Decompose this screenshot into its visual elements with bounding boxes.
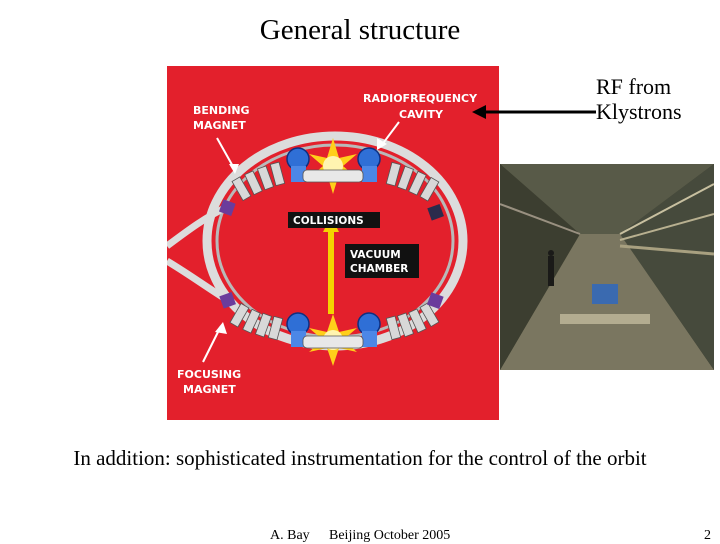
magnet-segment-lower-right (385, 302, 440, 341)
focusing-block-left-lower (219, 291, 236, 309)
slide-title: General structure (259, 14, 461, 46)
cavity-pointer (380, 121, 400, 147)
focusing-block-right-upper (427, 203, 444, 221)
magnet-segment-upper-left (231, 161, 286, 202)
bending-magnet-label-1: BENDING (193, 104, 250, 117)
rf-arrow (472, 105, 596, 119)
focusing-block-left-upper (218, 199, 236, 216)
collisions-label: COLLISIONS (293, 215, 364, 227)
rf-label-line-2: Klystrons (596, 99, 682, 124)
focusing-magnet-label-2: MAGNET (183, 383, 236, 396)
magnet-segment-upper-right (385, 161, 440, 202)
page-number: 2 (704, 528, 711, 543)
rf-label-line-1: RF from (596, 74, 672, 99)
vacuum-chamber-label-2: CHAMBER (350, 263, 408, 275)
bending-magnet-label-2: MAGNET (193, 119, 246, 132)
vacuum-chamber-label-1: VACUUM (350, 249, 401, 261)
accelerator-tunnel-photo (500, 164, 714, 370)
rf-cavity-label-1: RADIOFREQUENCY (363, 92, 478, 105)
rf-cavity-label-2: CAVITY (399, 108, 444, 121)
slide-caption: In addition: sophisticated instrumentati… (73, 446, 647, 470)
footer-author: A. Bay (270, 528, 310, 543)
footer-event: Beijing October 2005 (329, 528, 451, 543)
rf-from-klystrons-label: RF from Klystrons (596, 74, 682, 124)
magnet-segment-lower-left (229, 302, 284, 341)
focusing-block-right-lower (426, 292, 444, 309)
focusing-magnet-label-1: FOCUSING (177, 368, 241, 381)
accelerator-diagram: BENDING MAGNET RADIOFREQUENCY CAVITY COL… (167, 66, 499, 420)
